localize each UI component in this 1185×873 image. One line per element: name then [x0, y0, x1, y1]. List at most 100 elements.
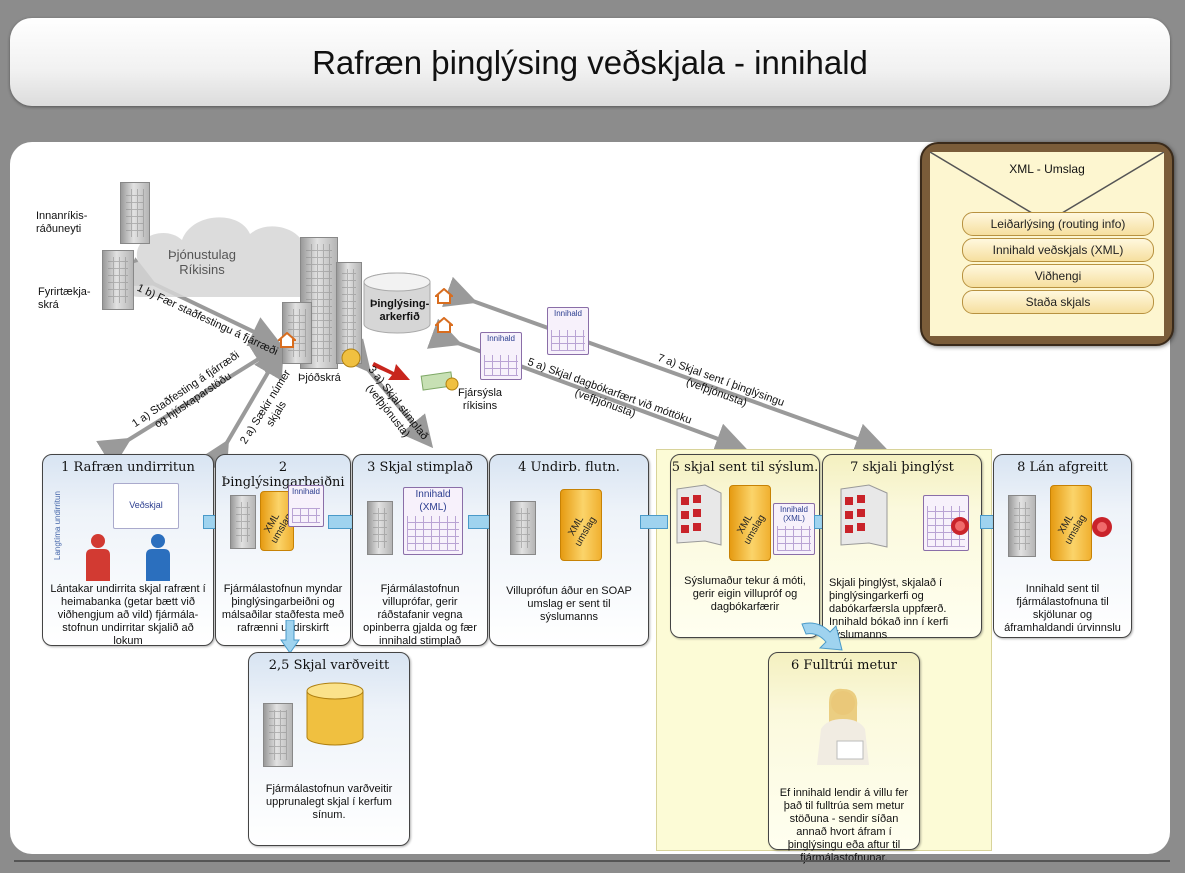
step-3-description: Fjármálastofnun villuprófar, gerir ráðst…	[363, 583, 477, 647]
building-icon	[1008, 495, 1036, 557]
envelope-item-stada: Staða skjals	[962, 290, 1154, 314]
step-8-card: 8 Lán afgreitt XML umslag Innihald sent …	[993, 454, 1132, 638]
label-thjodskra: Þjóðskrá	[298, 372, 341, 384]
langtima-label: Langtíma undirritun	[53, 491, 62, 560]
building-icon	[510, 501, 536, 555]
innihald-document-icon: Innihald	[288, 485, 324, 527]
step-7-card: 7 skjali þinglýst Skjali þinglýst, skjal…	[822, 454, 982, 641]
innihald-label: Innihald	[779, 505, 809, 514]
step-4-card: 4 Undirb. flutn. XML umslag Villuprófun …	[489, 454, 649, 646]
step-2-5-description: Fjármálastofnun varðveitir upprunalegt s…	[265, 783, 393, 821]
label-innanrikis-line1: Innanríkis-	[36, 210, 88, 222]
step-5-description: Sýslumaður tekur á móti, gerir eigin vil…	[684, 575, 806, 613]
diagram-canvas: Þjónustulag Ríkisins Innanríkis- ráðuney…	[10, 142, 1174, 864]
label-fyrirtaekja: Fyrirtækja- skrá	[38, 286, 91, 312]
step-8-description: Innihald sent til fjármálastofnuna til s…	[1004, 583, 1121, 634]
cloud-label-line2: Ríkisins	[179, 262, 225, 277]
xml-envelope-inner: XML - Umslag Leiðarlýsing (routing info)…	[930, 152, 1164, 336]
building-thjodskra-front	[282, 302, 312, 364]
money-icon	[420, 371, 459, 391]
building-fyrirtaekja	[102, 250, 134, 310]
step-8-title: 8 Lán afgreitt	[1017, 460, 1108, 475]
step-5-title: 5 skjal sent til sýslum.	[671, 460, 819, 475]
building-icon	[263, 703, 293, 767]
step-2-5-card: 2,5 Skjal varðveitt Fjármálastofnun varð…	[248, 652, 410, 846]
step-1-title: 1 Rafræn undirritun	[61, 460, 195, 475]
step-1-card: 1 Rafræn undirritun Veðskjal Langtíma un…	[42, 454, 214, 647]
label-thinglysingarkerfi-line2: arkerfið	[379, 311, 420, 323]
step-4-description: Villuprófun áður en SOAP umslag er sent …	[506, 585, 632, 623]
step-7-title: 7 skjali þinglýst	[850, 460, 954, 475]
sysluman-building-icon	[676, 484, 722, 546]
cloud-label: Þjónustulag Ríkisins	[168, 247, 236, 277]
envelope-item-routing: Leiðarlýsing (routing info)	[962, 212, 1154, 236]
gold-coin-icon	[341, 348, 361, 368]
next-arrow-icon	[640, 515, 668, 529]
step-3-title: 3 Skjal stimplað	[367, 460, 473, 475]
house-icon	[435, 288, 453, 304]
house-icon	[435, 317, 453, 333]
step-5-card: 5 skjal sent til sýslum. XML umslag Inni…	[670, 454, 820, 638]
innihald-xml-document-icon: Innihald(XML)	[773, 503, 815, 555]
label-fjarsysla-line1: Fjársýsla	[458, 387, 503, 399]
envelope-item-vidhengi: Viðhengi	[962, 264, 1154, 288]
vedskjal-document-icon: Veðskjal	[113, 483, 179, 529]
step-3-card: 3 Skjal stimplað Innihald (XML) Fjármálas…	[352, 454, 488, 647]
xml-folder-label: XML umslag	[1056, 512, 1089, 547]
label-innanrikis-line2: ráðuneyti	[36, 223, 82, 235]
step-2-description: Fjármálastofnun myndar þinglýsingarbeiðn…	[221, 583, 345, 634]
label-fjarsysla: Fjársýsla ríkisins	[458, 387, 502, 413]
label-thinglysingarkerfi: Þinglýsing- arkerfið	[370, 298, 429, 324]
building-icon	[230, 495, 256, 549]
house-icon	[278, 332, 296, 348]
step-2-title: 2 Þinglýsingarbeiðni	[221, 460, 345, 490]
database-icon	[363, 272, 431, 334]
document-icon: Innihald	[480, 332, 522, 380]
step-2-5-title: 2,5 Skjal varðveitt	[268, 658, 390, 673]
document-icon: Innihald	[547, 307, 589, 355]
label-thinglysingarkerfi-line1: Þinglýsing-	[370, 298, 430, 310]
cloud-shape	[120, 217, 321, 297]
step-6-title: 6 Fulltrúi metur	[790, 658, 898, 673]
down-arrow-icon	[280, 620, 300, 654]
xml-folder-label: XML umslag	[735, 512, 768, 547]
person-red-icon	[86, 534, 110, 581]
xml-envelope-panel: XML - Umslag Leiðarlýsing (routing info)…	[920, 142, 1174, 346]
innihald-label: Innihald	[291, 487, 321, 496]
red-seal-icon	[1092, 517, 1112, 537]
envelope-item-innihald: Innihald veðskjals (XML)	[962, 238, 1154, 262]
step-1-description: Lántakar undirrita skjal rafrænt í heima…	[50, 583, 206, 647]
innihald-label: Innihald	[415, 489, 451, 500]
xml-folder-icon: XML umslag	[729, 485, 771, 561]
document-label: Innihald	[553, 309, 583, 318]
vedskjal-label: Veðskjal	[129, 500, 163, 510]
label-fyrirtaekja-line1: Fyrirtækja-	[38, 286, 91, 298]
flow-line-7a	[442, 276, 888, 454]
step-2-card: 2 Þinglýsingarbeiðni XML umslag Innihald…	[215, 454, 351, 646]
xml-label: (XML)	[419, 502, 447, 513]
step-4-title: 4 Undirb. flutn.	[518, 460, 620, 475]
red-arrow-icon	[372, 362, 410, 380]
step-6-card: 6 Fulltrúi metur Ef innihald lendir á vi…	[768, 652, 920, 864]
flow-line-2a	[199, 345, 285, 475]
cloud-label-line1: Þjónustulag	[168, 247, 236, 262]
sysluman-building-icon	[840, 484, 888, 548]
step-7-description: Skjali þinglýst, skjalað í þinglýsingark…	[829, 577, 949, 641]
person-blue-icon	[146, 534, 170, 581]
building-icon	[367, 501, 393, 555]
bottom-rule	[14, 860, 1170, 862]
xml-folder-icon: XML umslag	[560, 489, 602, 561]
label-fjarsysla-line2: ríkisins	[462, 400, 498, 412]
red-seal-icon	[951, 517, 969, 535]
innihald-xml-document-icon: Innihald (XML)	[403, 487, 463, 555]
building-innanrikis	[120, 182, 150, 244]
xml-folder-icon: XML umslag	[1050, 485, 1092, 561]
xml-folder-label: XML umslag	[566, 514, 599, 549]
page-title: Rafræn þinglýsing veðskjala - innihald	[312, 44, 868, 81]
woman-icon	[817, 688, 869, 765]
flow-line-3a	[338, 338, 434, 449]
xml-label: (XML)	[783, 514, 805, 523]
label-fyrirtaekja-line2: skrá	[38, 299, 59, 311]
database-icon	[306, 682, 364, 746]
step-6-description: Ef innihald lendir á villu fer það til f…	[779, 787, 909, 864]
